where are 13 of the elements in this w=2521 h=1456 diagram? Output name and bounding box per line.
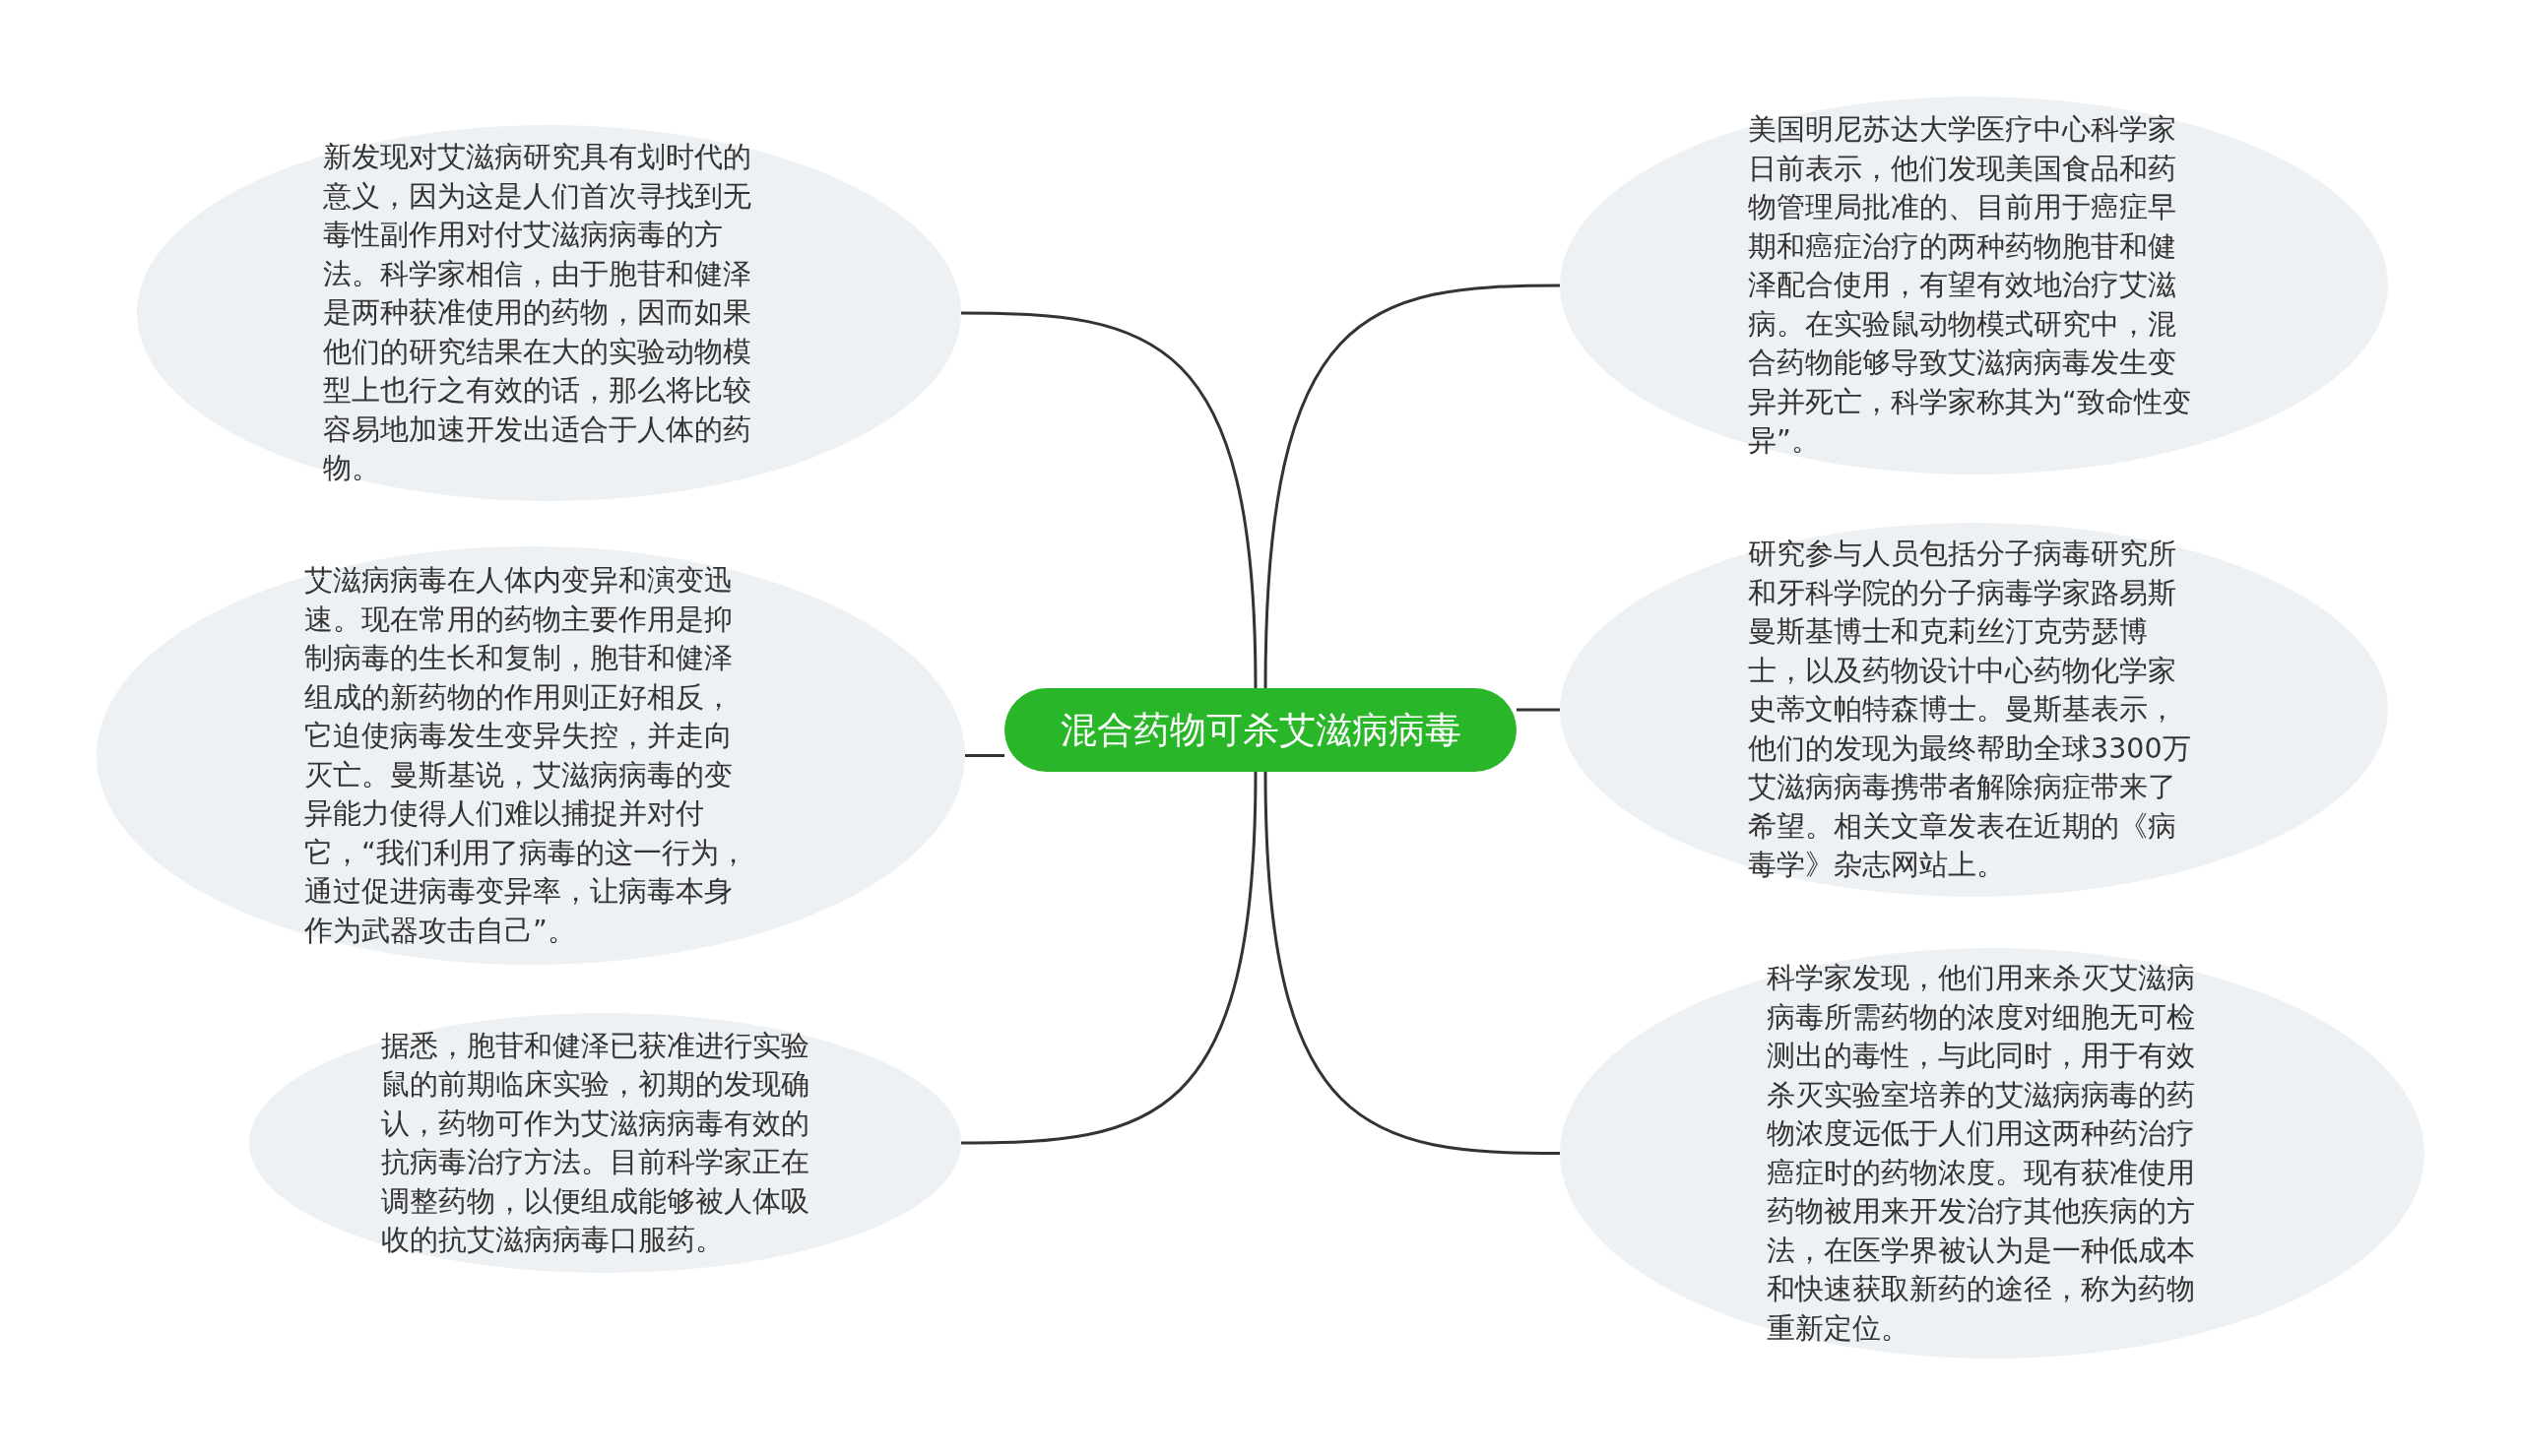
connector-line xyxy=(961,771,1258,1145)
connector-line xyxy=(1263,771,1560,1155)
topic-text: 科学家发现，他们用来杀灭艾滋病病毒所需药物的浓度对细胞无可检测出的毒性，与此同时，用于有效杀灭实验室培养的艾滋病病毒的药物浓度远低于人们用这两种药治疗癌症时的药物浓度。现有获准使用药物被用来开发治疗其他疾病的方法，在医学界被认为是一种低成本和快速获取新药的途径，称为药物重新定位。 xyxy=(1767,961,2196,1347)
connector-line xyxy=(1263,284,1561,689)
topic-text: 美国明尼苏达大学医疗中心科学家日前表示，他们发现美国食品和药物管理局批准的、目前用于癌症早期和癌症治疗的两种药物胞苷和健泽配合使用，有望有效地治疗艾滋病。在实验鼠动物模式研究中，混合药物能够导致艾滋病病毒发生变异并死亡，科学家称其为“致命性变异”。 xyxy=(1748,112,2191,460)
connector-line xyxy=(1517,708,1560,712)
connector-line xyxy=(961,311,1258,689)
topic-title: 混合药物可杀艾滋病病毒 xyxy=(1060,707,1461,753)
topic-text: 艾滋病病毒在人体内变异和演变迅速。现在常用的药物主要作用是抑制病毒的生长和复制，胞苷和健泽组成的新药物的作用则正好相反，它迫使病毒发生变异失控，并走向灭亡。曼斯基说，艾滋病病毒的变异能力使得人们难以捕捉并对付它，“我们利用了病毒的这一行为，通过促进病毒变异率，让病毒本身作为武器攻击自己”。 xyxy=(304,563,747,949)
topic-text: 研究参与人员包括分子病毒研究所和牙科学院的分子病毒学家路易斯曼斯基博士和克莉丝汀克劳瑟博士，以及药物设计中心药物化学家史蒂文帕特森博士。曼斯基表示，他们的发现为最终帮助全球3300万艾滋病病毒携带者解除病症带来了希望。相关文章发表在近期的《病毒学》杂志网站上。 xyxy=(1748,537,2191,884)
topic-text: 据悉，胞苷和健泽已获准进行实验鼠的前期临床实验，初期的发现确认，药物可作为艾滋病病毒有效的抗病毒治疗方法。目前科学家正在调整药物，以便组成能够被人体吸收的抗艾滋病病毒口服药。 xyxy=(381,1028,810,1258)
connector-line xyxy=(965,754,1004,757)
topic-text: 新发现对艾滋病研究具有划时代的意义，因为这是人们首次寻找到无毒性副作用对付艾滋病病毒的方法。科学家相信，由于胞苷和健泽是两种获准使用的药物，因而如果他们的研究结果在大的实验动物模型上也行之有效的话，那么将比较容易地加速开发出适合于人体的药物。 xyxy=(323,140,752,487)
